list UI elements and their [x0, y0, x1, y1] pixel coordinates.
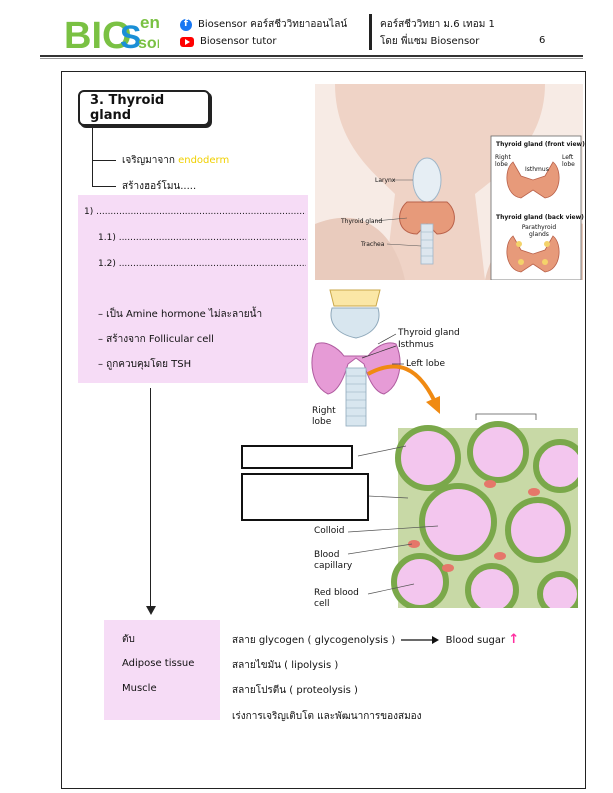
neck-illustration	[315, 84, 583, 281]
effect-muscle: สลายโปรตีน ( proteolysis )	[232, 685, 358, 696]
thyroid-gland-figure: Thyroid gland Isthmus Left lobe Right lo…	[308, 282, 468, 430]
origin-highlight: endoderm	[178, 155, 230, 166]
produce-line: สร้างฮอร์โมน.....	[122, 181, 197, 192]
bullet-follicular: – สร้างจาก Follicular cell	[98, 334, 214, 345]
flow-arrow-shaft	[150, 388, 151, 608]
label-front-view: Thyroid gland (front view)	[496, 141, 585, 148]
biosensor-logo: BIO S en sor	[64, 13, 159, 54]
arrow-up-icon: ↑	[508, 632, 520, 647]
blank-line-1-1: 1.1) ...................................…	[98, 233, 306, 243]
label-isthmus: Isthmus	[398, 340, 434, 350]
blank-label-box-1[interactable]	[241, 445, 353, 469]
origin-prefix: เจริญมาจาก	[122, 155, 175, 166]
blank-line-1-2-label: 1.2)	[98, 259, 116, 269]
origin-line: เจริญมาจาก endoderm	[122, 153, 229, 168]
neck-anatomy-figure: Larynx Thyroid gland Trachea Thyroid gla…	[315, 84, 585, 281]
thyroid-illustration	[311, 289, 440, 427]
tree-branch-produce	[92, 186, 116, 187]
bullet-tsh: – ถูกควบคุมโดย TSH	[98, 359, 192, 370]
label-left-lobe-front: Left lobe	[562, 154, 575, 168]
logo-text-s: S	[120, 19, 141, 54]
label-colloid: Colloid	[314, 526, 345, 536]
logo-text-sor: sor	[138, 35, 159, 52]
label-isthmus-front: Isthmus	[525, 166, 549, 173]
section-title: 3. Thyroid gland	[78, 90, 210, 126]
blank-line-1-2-dots: ........................................…	[118, 259, 306, 269]
course-line-2: โดย พี่แซม Biosensor	[380, 36, 480, 47]
target-muscle: Muscle	[122, 683, 157, 694]
label-blood-capillary: Blood capillary	[314, 550, 353, 571]
page-number: 6	[539, 35, 546, 46]
blank-line-1-1-dots: ........................................…	[118, 233, 306, 243]
facebook-icon: f	[180, 18, 192, 31]
label-thyroid-gland-neck: Thyroid gland	[341, 218, 383, 225]
effect-liver-text: สลาย glycogen ( glycogenolysis )	[232, 635, 396, 646]
facebook-link[interactable]: f Biosensor คอร์สชีววิทยาออนไลน์	[180, 16, 347, 33]
target-adipose: Adipose tissue	[122, 658, 195, 669]
page-header: BIO S en sor f Biosensor คอร์สชีววิทยาออ…	[0, 0, 613, 62]
label-back-view: Thyroid gland (back view)	[496, 214, 584, 221]
blank-label-box-2[interactable]	[241, 473, 369, 521]
logo-text-bio: BIO	[64, 15, 132, 54]
header-rule	[40, 55, 583, 57]
notes-box: 1) .....................................…	[78, 195, 308, 383]
effect-growth: เร่งการเจริญเติบโต และพัฒนาการของสมอง	[232, 711, 422, 722]
effect-adipose: สลายไขมัน ( lipolysis )	[232, 660, 339, 671]
tree-branch-origin	[92, 160, 116, 161]
youtube-text: Biosensor tutor	[200, 36, 277, 47]
youtube-link[interactable]: Biosensor tutor	[180, 33, 347, 50]
blank-line-1-2: 1.2) ...................................…	[98, 259, 306, 269]
label-left-lobe: Left lobe	[406, 359, 446, 369]
follicle-histology-figure: Colloid Blood capillary Red blood cell	[238, 412, 587, 617]
flow-arrow-head	[146, 606, 156, 615]
arrow-right-icon	[401, 636, 440, 644]
blank-line-1: 1) .....................................…	[84, 207, 306, 217]
histology-illustration	[241, 413, 587, 617]
label-thyroid-gland: Thyroid gland	[398, 328, 460, 338]
tree-connector	[92, 126, 93, 186]
effect-liver: สลาย glycogen ( glycogenolysis ) Blood s…	[232, 632, 519, 648]
social-links: f Biosensor คอร์สชีววิทยาออนไลน์ Biosens…	[180, 16, 347, 50]
logo-text-en: en	[140, 13, 159, 32]
youtube-icon	[180, 36, 194, 47]
course-line-1: คอร์สชีววิทยา ม.6 เทอม 1	[380, 19, 495, 30]
effect-blood-sugar: Blood sugar	[445, 635, 506, 646]
blank-line-1-dots: ........................................…	[96, 207, 306, 217]
blank-line-1-label: 1)	[84, 207, 94, 217]
label-right-lobe: Right lobe	[312, 406, 336, 427]
content-frame	[61, 71, 586, 789]
facebook-text: Biosensor คอร์สชีววิทยาออนไลน์	[198, 19, 348, 30]
header-separator	[369, 14, 372, 50]
blank-line-1-1-label: 1.1)	[98, 233, 116, 243]
label-larynx: Larynx	[375, 177, 396, 184]
header-rule-thin	[40, 58, 583, 59]
label-trachea: Trachea	[361, 241, 385, 248]
label-parathyroid: Parathyroid glands	[521, 224, 557, 238]
target-organs-box	[104, 620, 220, 720]
course-info: คอร์สชีววิทยา ม.6 เทอม 1 โดย พี่แซม Bios…	[380, 16, 495, 50]
label-red-blood-cell: Red blood cell	[314, 588, 359, 608]
label-right-lobe-front: Right lobe	[495, 154, 511, 168]
target-liver: ตับ	[122, 634, 135, 645]
bullet-amine: – เป็น Amine hormone ไม่ละลายน้ำ	[98, 309, 263, 320]
